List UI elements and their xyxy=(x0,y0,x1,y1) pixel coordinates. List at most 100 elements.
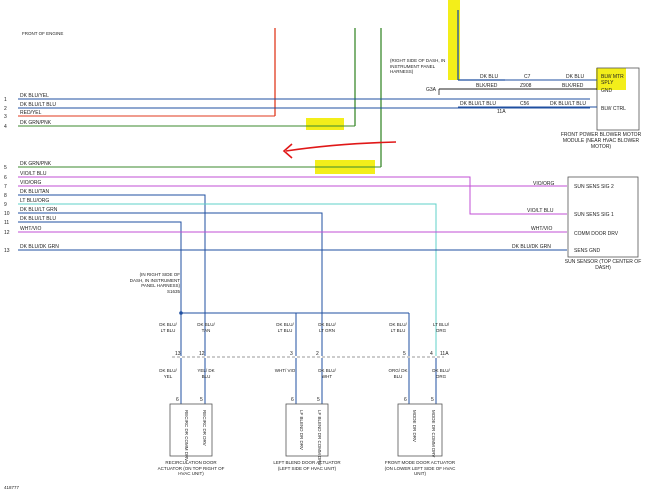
wire-number-4: 4 xyxy=(4,124,7,130)
act2-caption: LEFT BLEND DOOR ACTUATOR (LEFT SIDE OF H… xyxy=(273,460,341,471)
wire-9 xyxy=(18,203,437,356)
right-label-a: DK BLU xyxy=(566,74,584,80)
blower-pin-3: GND xyxy=(601,88,613,94)
lower-wire-label-3: WHT/ VIO xyxy=(274,368,296,373)
upper-wire-label-3: DK BLU/ LT BLU xyxy=(276,322,294,333)
act3-caption: FRONT MODE DOOR ACTUATOR (ON LOWER LEFT … xyxy=(384,460,456,476)
upper-wire-label-4: DK BLU/ LT GRN xyxy=(318,322,336,333)
wire-number-7: 7 xyxy=(4,184,7,190)
act2-label-1: LF BLEND DR DRV xyxy=(299,410,304,450)
pin-upper-1: 13 xyxy=(175,351,181,357)
connector-c56: C56 xyxy=(520,101,529,107)
act1-label-2: RECIRC DR DRV xyxy=(202,410,207,446)
pin-upper-2: 12 xyxy=(199,351,205,357)
mid-label-c: DK BLU/LT BLU xyxy=(460,101,496,107)
wire-label-3: RED/YEL xyxy=(20,110,42,116)
doc-id: 418777 xyxy=(4,485,20,490)
blower-pin-4: BLW CTRL xyxy=(601,106,626,112)
wire-number-8: 8 xyxy=(4,193,7,199)
wire-number-10: 10 xyxy=(4,211,10,217)
lower-wire-label-wrap-5: ORG/ DK BLU xyxy=(388,368,408,379)
wire-label-5: DK GRN/PNK xyxy=(20,161,52,167)
ground-g3a: G3A xyxy=(426,87,437,93)
sun-pin-2: SUN SENS SIG 1 xyxy=(574,212,614,218)
connector-c7: C7 xyxy=(524,74,531,80)
right-label-c: DK BLU/LT BLU xyxy=(550,101,586,107)
actuator-wire-labels: DK BLU/ LT BLU DK BLU/ YEL 13 6 DK BLU/ TAN Y… xyxy=(159,322,450,403)
lower-wire-label-wrap-6: DK BLU/ ORG xyxy=(432,368,450,379)
sun-sensor-box xyxy=(567,176,639,258)
mid-label-a: DK BLU xyxy=(480,74,498,80)
highlight-blower-pins xyxy=(596,68,626,90)
wire-number-13: 13 xyxy=(4,248,10,254)
upper-wire-label-5: DK BLU/ LT BLU xyxy=(389,322,407,333)
upper-wire-label-wrap-5: DK BLU/ LT BLU xyxy=(389,322,407,333)
upper-wire-label-wrap-2: DK BLU/ TAN xyxy=(197,322,215,333)
sun-wire-label-1: VIO/ORG xyxy=(533,181,555,187)
sun-caption: SUN SENSOR (TOP CENTER OF DASH) xyxy=(564,259,642,271)
upper-wire-label-1: DK BLU/ LT BLU xyxy=(159,322,177,333)
sun-wire-label-3: WHT/VIO xyxy=(531,226,552,232)
connector-z908: Z908 xyxy=(520,83,532,89)
sun-pin-1: SUN SENS SIG 2 xyxy=(574,184,614,190)
pin-lower-3: 6 xyxy=(291,397,294,403)
lower-wire-label-6: DK BLU/ ORG xyxy=(432,368,450,379)
wire-6 xyxy=(18,176,567,215)
wire-8 xyxy=(18,194,206,356)
wire-number-5: 5 xyxy=(4,165,7,171)
connector-11a: 11A xyxy=(440,351,449,357)
pin-lower-6: 5 xyxy=(431,397,434,403)
act1-caption-wrap: RECIRCULATION DOOR ACTUATOR (ON TOP RIGH… xyxy=(158,460,225,476)
wire-number-6: 6 xyxy=(4,175,7,181)
sun-pin-4: SENS GND xyxy=(574,248,601,254)
pin-upper-5: 5 xyxy=(403,351,406,357)
wire-label-8: DK BLU/TAN xyxy=(20,189,49,195)
wire-label-2: DK BLU/LT BLU xyxy=(20,102,56,108)
mid-label-b: BLK/RED xyxy=(476,83,498,89)
blower-module-box xyxy=(596,67,640,131)
lower-wire-label-2: YEL/ DK BLU xyxy=(197,368,215,379)
wire-10 xyxy=(18,212,323,356)
sun-wire-label-4: DK BLU/DK GRN xyxy=(512,244,551,250)
lower-wire-label-4: DK BLU/ WHT xyxy=(318,368,336,379)
lower-wire-label-wrap-2: YEL/ DK BLU xyxy=(197,368,215,379)
annotation-arrow xyxy=(285,141,397,152)
blower-caption: FRONT POWER BLOWER MOTOR MODULE (NEAR HV… xyxy=(560,132,642,150)
sun-caption-wrap: SUN SENSOR (TOP CENTER OF DASH) xyxy=(564,259,642,271)
highlight-wire-4 xyxy=(306,118,344,130)
blower-pin-2: SPLY xyxy=(601,80,614,86)
right-label-b: BLK/RED xyxy=(562,83,584,89)
wire-label-4: DK GRN/PNK xyxy=(20,120,52,126)
dash-note-wrap: (RIGHT SIDE OF DASH, IN INSTRUMENT PANEL… xyxy=(390,58,445,74)
lower-wire-label-5: ORG/ DK BLU xyxy=(388,368,408,379)
sun-wire-label-2: VIO/LT BLU xyxy=(527,208,554,214)
blower-pin-1: BLW MTR xyxy=(601,74,624,80)
wire-label-11: DK BLU/LT BLU xyxy=(20,216,56,222)
splice-note-wrap: (IN RIGHT SIDE OF DASH, IN INSTRUMENT PA… xyxy=(130,272,180,294)
lower-wire-label-wrap-3: WHT/ VIO xyxy=(274,368,296,373)
annotation-arrowhead xyxy=(282,143,293,159)
pin-upper-3: 3 xyxy=(290,351,293,357)
upper-wire-label-6: LT BLU/ ORG xyxy=(432,322,450,333)
upper-wire-label-wrap-4: DK BLU/ LT GRN xyxy=(318,322,336,333)
wire-number-9: 9 xyxy=(4,202,7,208)
actuator-recirc-box xyxy=(169,403,213,457)
upper-wire-label-wrap-1: DK BLU/ LT BLU xyxy=(159,322,177,333)
act2-caption-wrap: LEFT BLEND DOOR ACTUATOR (LEFT SIDE OF H… xyxy=(273,460,341,471)
wire-label-1: DK BLU/YEL xyxy=(20,93,49,99)
wire-label-6: VIO/LT BLU xyxy=(20,171,47,177)
wire-11 xyxy=(18,221,182,313)
mid-label-d: 11A xyxy=(497,109,506,115)
pin-lower-1: 6 xyxy=(176,397,179,403)
act3-label-2: MODE DR COMM DRV xyxy=(431,410,436,457)
lower-wire-label-wrap-1: DK BLU/ YEL xyxy=(159,368,177,379)
actuator-mode-box xyxy=(397,403,443,457)
wire-label-9: LT BLU/ORG xyxy=(20,198,49,204)
pin-upper-4: 2 xyxy=(316,351,319,357)
act1-label-1: RECIRC DR COMM DRV xyxy=(184,410,189,461)
lower-wire-label-1: DK BLU/ YEL xyxy=(159,368,177,379)
sun-pin-3: COMM DOOR DRV xyxy=(574,231,619,237)
